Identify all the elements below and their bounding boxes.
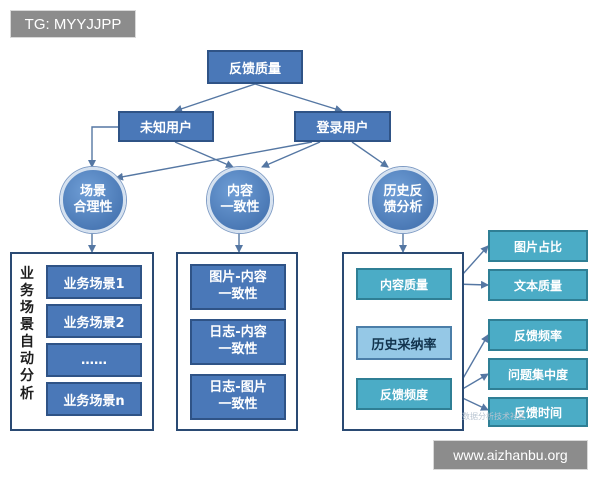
node-feedback-quality: 反馈质量 <box>207 50 303 84</box>
watermark-text: 数据分析技术社区 <box>462 412 526 421</box>
vlabel-char: 动 <box>20 351 34 368</box>
circle-history-line1: 历史反 <box>383 183 423 199</box>
vertical-label-business-analysis: 业 务 场 景 自 动 分 析 <box>16 266 38 403</box>
consistency-image-content-line2: 一致性 <box>218 287 258 302</box>
scene-item-ellipsis: …… <box>46 343 142 377</box>
edge-top-unknown <box>174 83 256 113</box>
edge-unknown-scene <box>88 126 118 168</box>
circle-scene-reasonableness: 场景 合理性 <box>60 167 126 233</box>
edge-login-scene <box>115 141 313 181</box>
edge-login-history <box>351 141 389 168</box>
scene-item-n: 业务场景n <box>46 382 142 416</box>
history-content-quality: 内容质量 <box>356 268 452 300</box>
vlabel-char: 景 <box>20 317 34 334</box>
circle-content-line2: 一致性 <box>220 200 260 215</box>
consistency-log-content: 日志-内容 一致性 <box>190 319 286 365</box>
leaf-text-quality: 文本质量 <box>488 269 588 301</box>
history-adoption-rate: 历史采纳率 <box>356 326 452 360</box>
consistency-log-image-line2: 一致性 <box>218 397 258 412</box>
leaf-feedback-time: 反馈时间 <box>488 397 588 427</box>
circle-content-consistency: 内容 一致性 <box>207 167 273 233</box>
node-unknown-user: 未知用户 <box>118 111 214 142</box>
consistency-log-image-line1: 日志-图片 <box>209 380 267 396</box>
scene-item-1: 业务场景1 <box>46 265 142 299</box>
vlabel-char: 场 <box>20 300 34 317</box>
consistency-image-content: 图片-内容 一致性 <box>190 264 286 310</box>
vlabel-char: 自 <box>20 334 34 351</box>
history-feedback-frequency: 反馈频度 <box>356 378 452 410</box>
vlabel-char: 业 <box>20 266 34 282</box>
circle-history-line2: 馈分析 <box>383 200 423 215</box>
circle-content-line1: 内容 <box>226 183 253 199</box>
vlabel-char: 析 <box>20 385 34 402</box>
leaf-issue-concentration: 问题集中度 <box>488 358 588 390</box>
leaf-feedback-rate: 反馈频率 <box>488 319 588 351</box>
footer-url-tag: www.aizhanbu.org <box>433 440 588 470</box>
circle-scene-line1: 场景 <box>79 183 106 199</box>
scene-item-2: 业务场景2 <box>46 304 142 338</box>
consistency-image-content-line1: 图片-内容 <box>209 270 267 286</box>
vlabel-char: 务 <box>20 283 34 300</box>
header-tag: TG: MYYJJPP <box>10 10 136 38</box>
edge-login-content <box>261 141 321 168</box>
node-login-user: 登录用户 <box>294 111 391 142</box>
edge-unknown-content <box>174 141 234 168</box>
vlabel-char: 分 <box>20 368 34 385</box>
leaf-image-ratio: 图片占比 <box>488 230 588 262</box>
consistency-log-image: 日志-图片 一致性 <box>190 374 286 420</box>
circle-history-feedback: 历史反 馈分析 <box>369 167 437 233</box>
consistency-log-content-line2: 一致性 <box>218 342 258 357</box>
circle-scene-line2: 合理性 <box>73 200 113 215</box>
edge-top-login <box>254 83 343 113</box>
consistency-log-content-line1: 日志-内容 <box>209 325 267 341</box>
